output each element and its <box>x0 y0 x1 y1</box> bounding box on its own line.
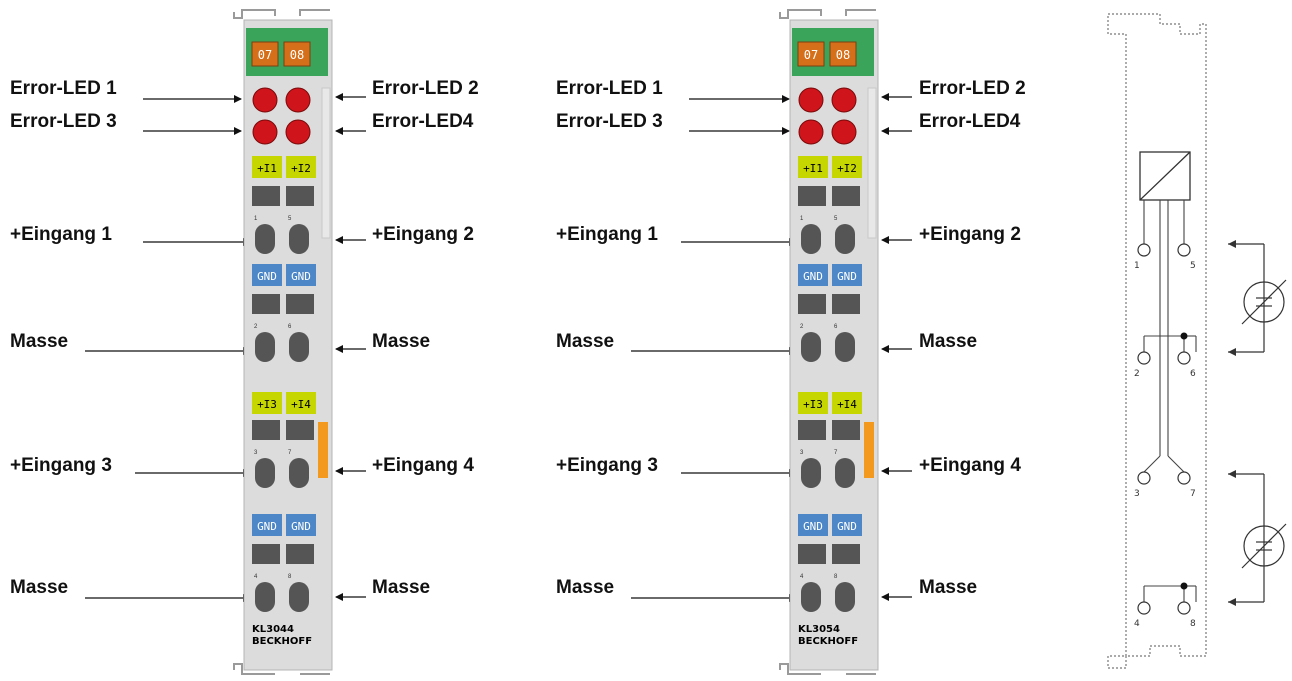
terminal-label-gnd: GND <box>837 270 857 283</box>
label-input-4: +Eingang 4 <box>919 455 1021 476</box>
label-ground-1: Masse <box>10 331 69 352</box>
svg-text:3: 3 <box>254 450 258 456</box>
label-error-led-4: Error-LED4 <box>919 111 1021 132</box>
terminal-label-i2: +I2 <box>291 162 311 175</box>
channel-tag-08: 08 <box>290 48 304 62</box>
error-led-1 <box>798 87 824 113</box>
channel-tag-07: 07 <box>804 48 818 62</box>
svg-text:5: 5 <box>834 216 838 222</box>
svg-text:1: 1 <box>800 216 804 222</box>
error-led-2 <box>831 87 857 113</box>
label-ground-4: Masse <box>372 577 431 598</box>
label-input-4: +Eingang 4 <box>372 455 474 476</box>
terminal-module-kl3054: 07 08 +I1 +I2 1 5 GND GND 2 6 +I3 +I4 3 … <box>776 8 881 676</box>
label-error-led-1: Error-LED 1 <box>556 78 663 99</box>
terminal-label-gnd: GND <box>291 270 311 283</box>
terminal-label-gnd: GND <box>291 520 311 533</box>
brand-logo: BECKHOFF <box>798 636 858 647</box>
svg-text:5: 5 <box>288 216 292 222</box>
terminal-number: 4 <box>1134 619 1140 629</box>
error-led-3 <box>252 119 278 145</box>
model-number: KL3054 <box>798 624 840 635</box>
label-ground-4: Masse <box>919 577 978 598</box>
terminal-label-gnd: GND <box>257 270 277 283</box>
svg-text:8: 8 <box>288 574 292 580</box>
label-input-3: +Eingang 3 <box>556 455 658 476</box>
label-input-3: +Eingang 3 <box>10 455 112 476</box>
label-input-2: +Eingang 2 <box>372 224 474 245</box>
brand-logo: BECKHOFF <box>252 636 312 647</box>
label-ground-2: Masse <box>919 331 978 352</box>
label-input-1: +Eingang 1 <box>10 224 112 245</box>
label-error-led-3: Error-LED 3 <box>556 111 663 132</box>
terminal-label-i3: +I3 <box>257 398 277 411</box>
error-led-2 <box>285 87 311 113</box>
error-led-4 <box>831 119 857 145</box>
svg-text:2: 2 <box>800 324 804 330</box>
label-ground-2: Masse <box>372 331 431 352</box>
svg-text:7: 7 <box>288 450 292 456</box>
svg-text:6: 6 <box>834 324 838 330</box>
label-error-led-4: Error-LED4 <box>372 111 474 132</box>
terminal-label-i2: +I2 <box>837 162 857 175</box>
terminal-number: 8 <box>1190 619 1196 629</box>
label-error-led-1: Error-LED 1 <box>10 78 117 99</box>
svg-text:4: 4 <box>800 574 804 580</box>
terminal-number: 7 <box>1190 489 1196 499</box>
label-ground-3: Masse <box>10 577 69 598</box>
terminal-label-i4: +I4 <box>291 398 311 411</box>
svg-text:3: 3 <box>800 450 804 456</box>
label-input-1: +Eingang 1 <box>556 224 658 245</box>
label-ground-3: Masse <box>556 577 615 598</box>
svg-text:7: 7 <box>834 450 838 456</box>
terminal-module-kl3044: 07 08 +I1 +I2 1 5 GND GND 2 6 +I3 +I4 3 … <box>230 8 335 676</box>
terminal-label-i4: +I4 <box>837 398 857 411</box>
svg-text:6: 6 <box>288 324 292 330</box>
terminal-label-i3: +I3 <box>803 398 823 411</box>
error-led-3 <box>798 119 824 145</box>
svg-text:8: 8 <box>834 574 838 580</box>
label-input-2: +Eingang 2 <box>919 224 1021 245</box>
svg-text:1: 1 <box>254 216 258 222</box>
terminal-number: 5 <box>1190 261 1196 271</box>
label-error-led-2: Error-LED 2 <box>919 78 1026 99</box>
error-led-4 <box>285 119 311 145</box>
model-number: KL3044 <box>252 624 294 635</box>
channel-tag-08: 08 <box>836 48 850 62</box>
label-error-led-2: Error-LED 2 <box>372 78 479 99</box>
label-ground-1: Masse <box>556 331 615 352</box>
terminal-number: 1 <box>1134 261 1140 271</box>
terminal-label-gnd: GND <box>837 520 857 533</box>
terminal-label-gnd: GND <box>257 520 277 533</box>
svg-text:4: 4 <box>254 574 258 580</box>
terminal-label-i1: +I1 <box>257 162 277 175</box>
svg-text:2: 2 <box>254 324 258 330</box>
wiring-schematic: 1 5 2 6 3 7 4 8 <box>1100 6 1290 681</box>
terminal-number: 6 <box>1190 369 1196 379</box>
label-error-led-3: Error-LED 3 <box>10 111 117 132</box>
error-led-1 <box>252 87 278 113</box>
terminal-label-i1: +I1 <box>803 162 823 175</box>
terminal-label-gnd: GND <box>803 270 823 283</box>
terminal-number: 3 <box>1134 489 1140 499</box>
terminal-label-gnd: GND <box>803 520 823 533</box>
terminal-number: 2 <box>1134 369 1140 379</box>
channel-tag-07: 07 <box>258 48 272 62</box>
